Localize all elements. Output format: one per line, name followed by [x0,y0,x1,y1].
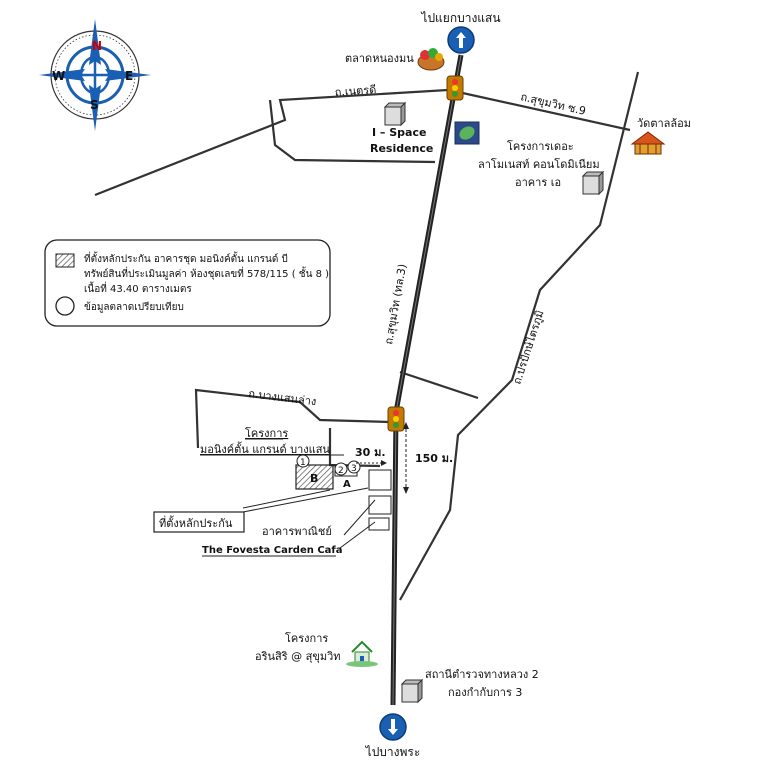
legend-hatch-swatch [55,253,75,268]
commercial-building [368,517,390,531]
building-icon [581,170,605,196]
distance-30-arrowhead [381,460,387,466]
legend-line2: ทรัพย์สินที่ประเมินมูลค่า ห้องชุดเลขที่ … [84,266,329,280]
marker-1-label: 1 [300,458,306,468]
marker-1 [296,454,310,468]
main-project-label-line1: โครงการ [245,426,288,440]
compass-east-label: E [125,69,133,83]
road-natradee-branch [268,99,436,164]
lamonest-label-line3: อาคาร เอ [515,176,561,189]
commercial-building [368,495,392,515]
road-natradee [94,88,449,197]
main-project-label-line2: มอนิงค์ตั้น แกรนด์ บางแสน [200,441,330,456]
road-label-bangsaenlang: ถ.บางแสนล่าง [248,387,317,408]
building-icon [400,678,424,704]
commercial-building [368,469,392,491]
road-prapantarakun [399,71,640,601]
commercial-label: อาคารพาณิชย์ [262,525,332,538]
collateral-label-box [153,511,245,533]
road-connector [399,370,479,400]
temple-icon [630,131,666,155]
temple-label: วัดตาลล้อม [637,117,691,130]
project-logo-icon [454,121,480,145]
distance-150-label: 150 ม. [415,452,453,465]
road-label-sukhumvit3: ถ.สุขุมวิท (ทล.3) [382,263,409,346]
ispace-label-line1: I – Space [372,126,426,139]
traffic-light-icon [446,75,464,101]
road-bangsaenlang [194,388,391,449]
legend-line3: เนื้อที่ 43.40 ตารางเมตร [84,281,192,295]
building-icon [383,101,407,127]
marker-3-label: 3 [351,464,357,474]
legend-line1: ที่ตั้งหลักประกัน อาคารชุด มอนิงค์ตั้น แ… [84,251,288,265]
road-sukhumvit9 [457,90,631,132]
traffic-light-icon [387,406,405,432]
house-icon [346,640,378,667]
market-basket-icon [417,48,445,71]
leader-lines [242,487,376,549]
road-label-natradee: ถ.เนตรดี [334,83,376,99]
distance-150-arrowhead [403,487,409,494]
legend-box [44,239,331,327]
road-label-prapantarakun: ถ.ปรปักษ์ไตรภูมิ [510,309,546,386]
legend-line4: ข้อมูลตลาดเปรียบเทียบ [84,301,184,313]
arinsiri-label-line1: โครงการ [285,631,328,645]
building-b [295,464,334,490]
marker-2 [334,462,348,476]
police-label-line2: กองกำกับการ 3 [448,686,522,699]
marker-3 [347,460,361,474]
ispace-label-line2: Residence [370,142,433,155]
arrow-south-icon [379,713,407,741]
distance-150-arrowhead [403,422,409,429]
market-label: ตลาดหนองมน [345,52,414,65]
lamonest-label-line1: โครงการเดอะ [507,139,574,153]
arinsiri-label-line2: อรินสิริ @ สุขุมวิท [255,650,341,663]
compass-south-label: S [90,98,99,112]
direction-south-label: ไปบางพระ [365,745,421,759]
compass-rose-icon [39,19,151,131]
compass-north-label: N [92,39,102,53]
police-label-line1: สถานีตำรวจทางหลวง 2 [425,668,539,681]
cafe-label: The Fovesta Carden Cafa [202,545,343,556]
compass-west-label: W [52,69,65,83]
legend-circle-swatch [55,296,75,316]
marker-2-label: 2 [338,466,344,476]
building-b-label: B [310,472,318,485]
arrow-north-icon [447,26,475,54]
roads [94,71,640,601]
distance-30-label: 30 ม. [355,446,386,459]
direction-north-label: ไปแยกบางแสน [420,11,500,25]
lamonest-label-line2: ลาโมเนสท์ คอนโดมิเนียม [478,157,600,171]
building-a-label: A [343,479,351,490]
collateral-label: ที่ตั้งหลักประกัน [159,515,233,530]
